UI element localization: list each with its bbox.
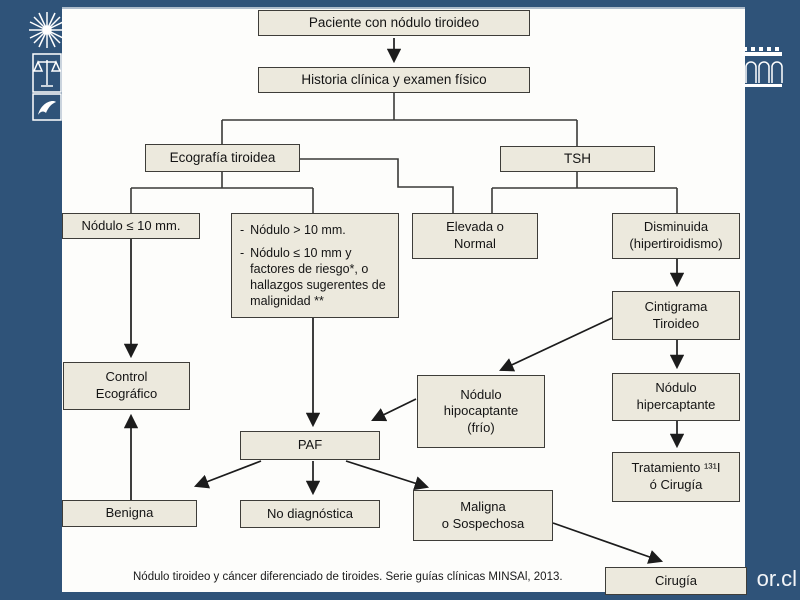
node-paf: PAF	[240, 431, 380, 460]
building-columns-icon	[742, 47, 783, 87]
node-ecografia-tiroidea: Ecografía tiroidea	[145, 144, 300, 172]
node-tsh: TSH	[500, 146, 655, 172]
node-control-ecografico: Control Ecográfico	[63, 362, 190, 410]
criteria-item: - Nódulo ≤ 10 mm y factores de riesgo*, …	[240, 245, 392, 309]
node-tsh-elevada-normal: Elevada o Normal	[412, 213, 538, 259]
node-nodulo-menor-10mm: Nódulo ≤ 10 mm.	[62, 213, 200, 239]
node-no-diagnostica: No diagnóstica	[240, 500, 380, 528]
criteria-item-text: Nódulo > 10 mm.	[250, 223, 346, 237]
citation-text: Nódulo tiroideo y cáncer diferenciado de…	[133, 571, 563, 583]
criteria-item: - Nódulo > 10 mm.	[240, 222, 346, 238]
node-nodulo-hipercaptante: Nódulo hipercaptante	[612, 373, 740, 421]
bullet-dash: -	[240, 246, 245, 260]
node-criterios-paf: - Nódulo > 10 mm. - Nódulo ≤ 10 mm y fac…	[231, 213, 399, 318]
watermark-url: or.cl	[756, 566, 797, 591]
criteria-item-text: Nódulo ≤ 10 mm y factores de riesgo*, o …	[250, 246, 386, 308]
node-benigna: Benigna	[62, 500, 197, 527]
bullet-dash: -	[240, 223, 245, 237]
node-maligna-sospechosa: Maligna o Sospechosa	[413, 490, 553, 541]
node-cintigrama-tiroideo: Cintigrama Tiroideo	[612, 291, 740, 340]
node-cirugia: Cirugía	[605, 567, 747, 595]
node-tratamiento-radioyodo-cirugia: Tratamiento ¹³¹I ó Cirugía	[612, 452, 740, 502]
node-historia-clinica: Historia clínica y examen físico	[258, 67, 530, 93]
node-paciente: Paciente con nódulo tiroideo	[258, 10, 530, 36]
node-nodulo-hipocaptante: Nódulo hipocaptante (frío)	[417, 375, 545, 448]
node-tsh-disminuida: Disminuida (hipertiroidismo)	[612, 213, 740, 259]
university-coat-of-arms-icon	[29, 12, 63, 121]
